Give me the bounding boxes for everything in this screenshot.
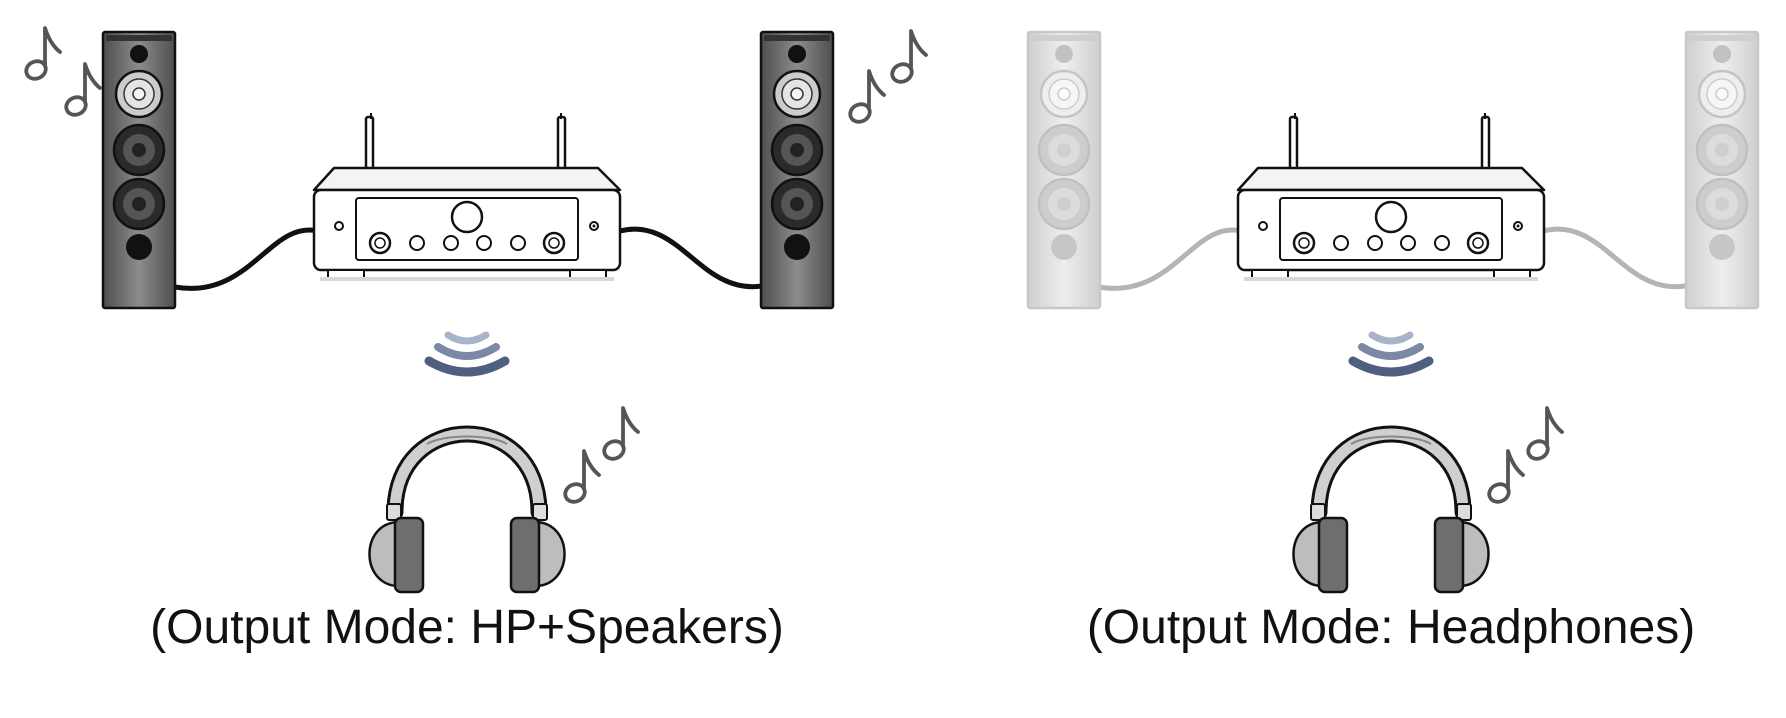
wireless-signal-icon <box>1353 335 1429 372</box>
speaker-cable-left <box>1095 227 1244 291</box>
speaker-cable-right <box>617 226 765 290</box>
amplifier-icon <box>1236 111 1546 283</box>
speaker-icon <box>1684 30 1760 310</box>
amplifier-icon <box>312 111 622 283</box>
speaker-icon <box>101 30 177 310</box>
music-note-icon <box>1523 406 1564 464</box>
headphones-icon <box>1294 434 1489 592</box>
music-note-icon <box>887 29 928 87</box>
music-note-icon <box>1484 449 1525 507</box>
headphones-icon <box>370 434 565 592</box>
speaker-icon <box>759 30 835 310</box>
caption-hp-speakers: (Output Mode: HP+Speakers) <box>150 601 784 654</box>
panel-hp-speakers <box>21 26 928 592</box>
music-note-icon <box>21 26 62 84</box>
caption-headphones: (Output Mode: Headphones) <box>1086 601 1696 654</box>
music-note-icon <box>599 406 640 464</box>
wireless-signal-icon <box>429 335 505 372</box>
speaker-icon <box>1026 30 1102 310</box>
music-note-icon <box>845 69 886 127</box>
music-note-icon <box>560 449 601 507</box>
music-note-icon <box>61 62 102 120</box>
speaker-cable-right <box>1540 226 1688 290</box>
speaker-cable-left <box>172 227 321 291</box>
panel-headphones <box>1026 30 1760 592</box>
